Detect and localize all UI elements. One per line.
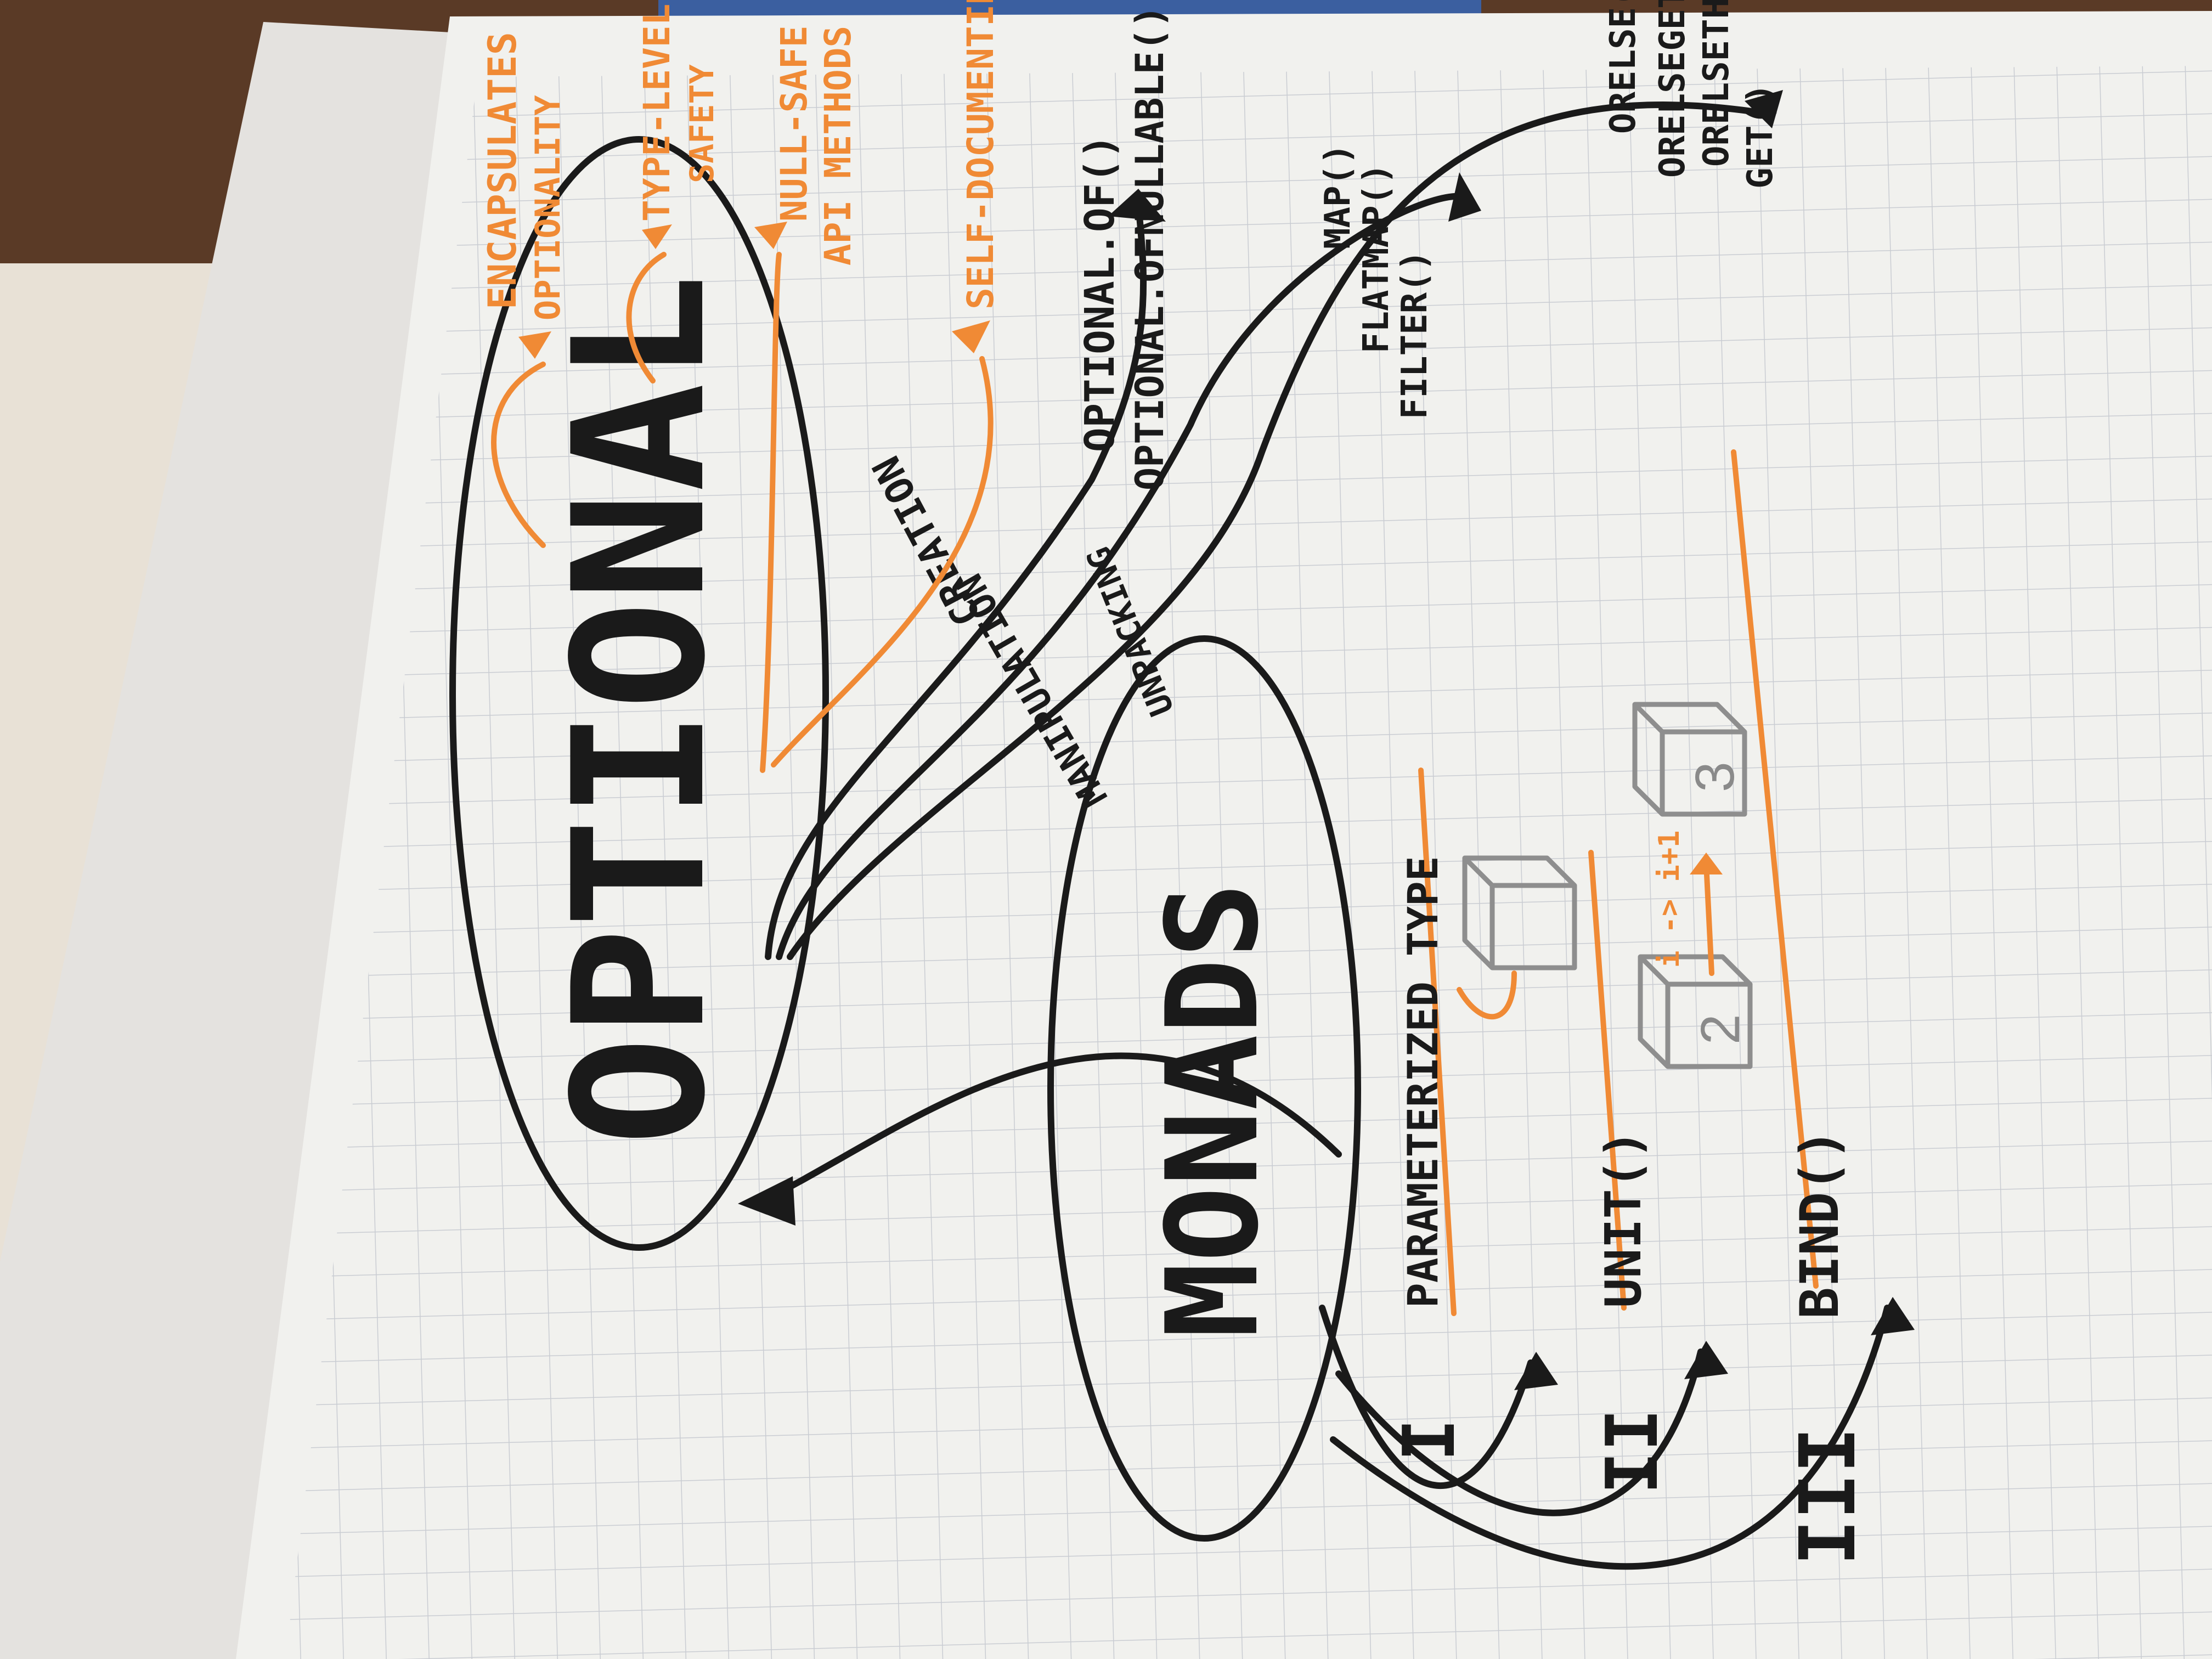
monads-to-law-2 (1335, 1348, 1704, 1516)
paper-roll (0, 22, 481, 1659)
transform-label: i -> i+1 (1653, 831, 1686, 968)
law-1-underline (1418, 768, 1457, 1316)
monads-to-optional-arrow (765, 1052, 1342, 1201)
monads-to-law-3 (1330, 1305, 1891, 1570)
transform-arrow (1703, 861, 1714, 976)
box-sketch-bind-3: 3 (1632, 702, 1747, 817)
benefit-self-documenting: SELF-DOCUMENTING (960, 0, 1002, 309)
method-get: GET() (1740, 83, 1781, 189)
method-orelse: ORELSE() (1603, 0, 1644, 134)
monads-label: MONADS (1140, 883, 1286, 1339)
optional-ellipse (449, 136, 829, 1251)
manipulation-arrowhead (1448, 172, 1481, 222)
box-sketch-unit (1457, 855, 1577, 1020)
unpacking-branch (787, 101, 1759, 960)
benefit-encapsulates: ENCAPSULATES (480, 32, 525, 309)
benefit-arrow-1 (491, 362, 546, 548)
law-3-underline (1731, 449, 1819, 1289)
creation-arrowhead (1108, 189, 1166, 222)
benefit-arrow-2 (626, 252, 667, 383)
method-orelseget: ORELSEGET() (1652, 0, 1693, 178)
optional-label: OPTIONAL (534, 274, 745, 1146)
method-flatmap: FLATMAP() (1356, 163, 1397, 353)
law-3-label: BIND() (1789, 1128, 1850, 1319)
grid-lines (285, 66, 2212, 1659)
law-2-underline (1588, 850, 1627, 1311)
benefit-null-safe: NULL-SAFE (773, 25, 815, 222)
law-1-label: PARAMETERIZED TYPE (1398, 856, 1447, 1308)
box-sketch-bind-2: 2 (1638, 954, 1753, 1069)
creation-branch (765, 202, 1147, 960)
box-2-label: 2 (1690, 1014, 1751, 1045)
benefit-api-methods: API METHODS (817, 26, 859, 266)
unpacking-arrowhead (1745, 90, 1783, 128)
benefit-optionality: OPTIONALITY (528, 95, 568, 320)
method-orelsethrow: ORELSETHROW() (1696, 0, 1737, 167)
law-2-label: UNIT() (1595, 1130, 1652, 1308)
method-filter: FILTER() (1395, 250, 1435, 419)
box-3-label: 3 (1684, 761, 1746, 792)
benefit-arrow-4 (771, 356, 994, 768)
method-optional-ofnullable: OPTIONAL.OFNULLABLE() (1127, 5, 1172, 490)
method-optional-of: OPTIONAL.OF() (1076, 134, 1124, 452)
monads-ellipse (1047, 635, 1361, 1542)
monads-to-optional-arrowhead (738, 1176, 795, 1226)
benefit-type-level: TYPE-LEVEL (636, 4, 678, 222)
benefit-arrow-3 (760, 252, 782, 773)
method-map: MAP() (1318, 143, 1358, 249)
benefit-safety: SAFETY (683, 64, 721, 183)
